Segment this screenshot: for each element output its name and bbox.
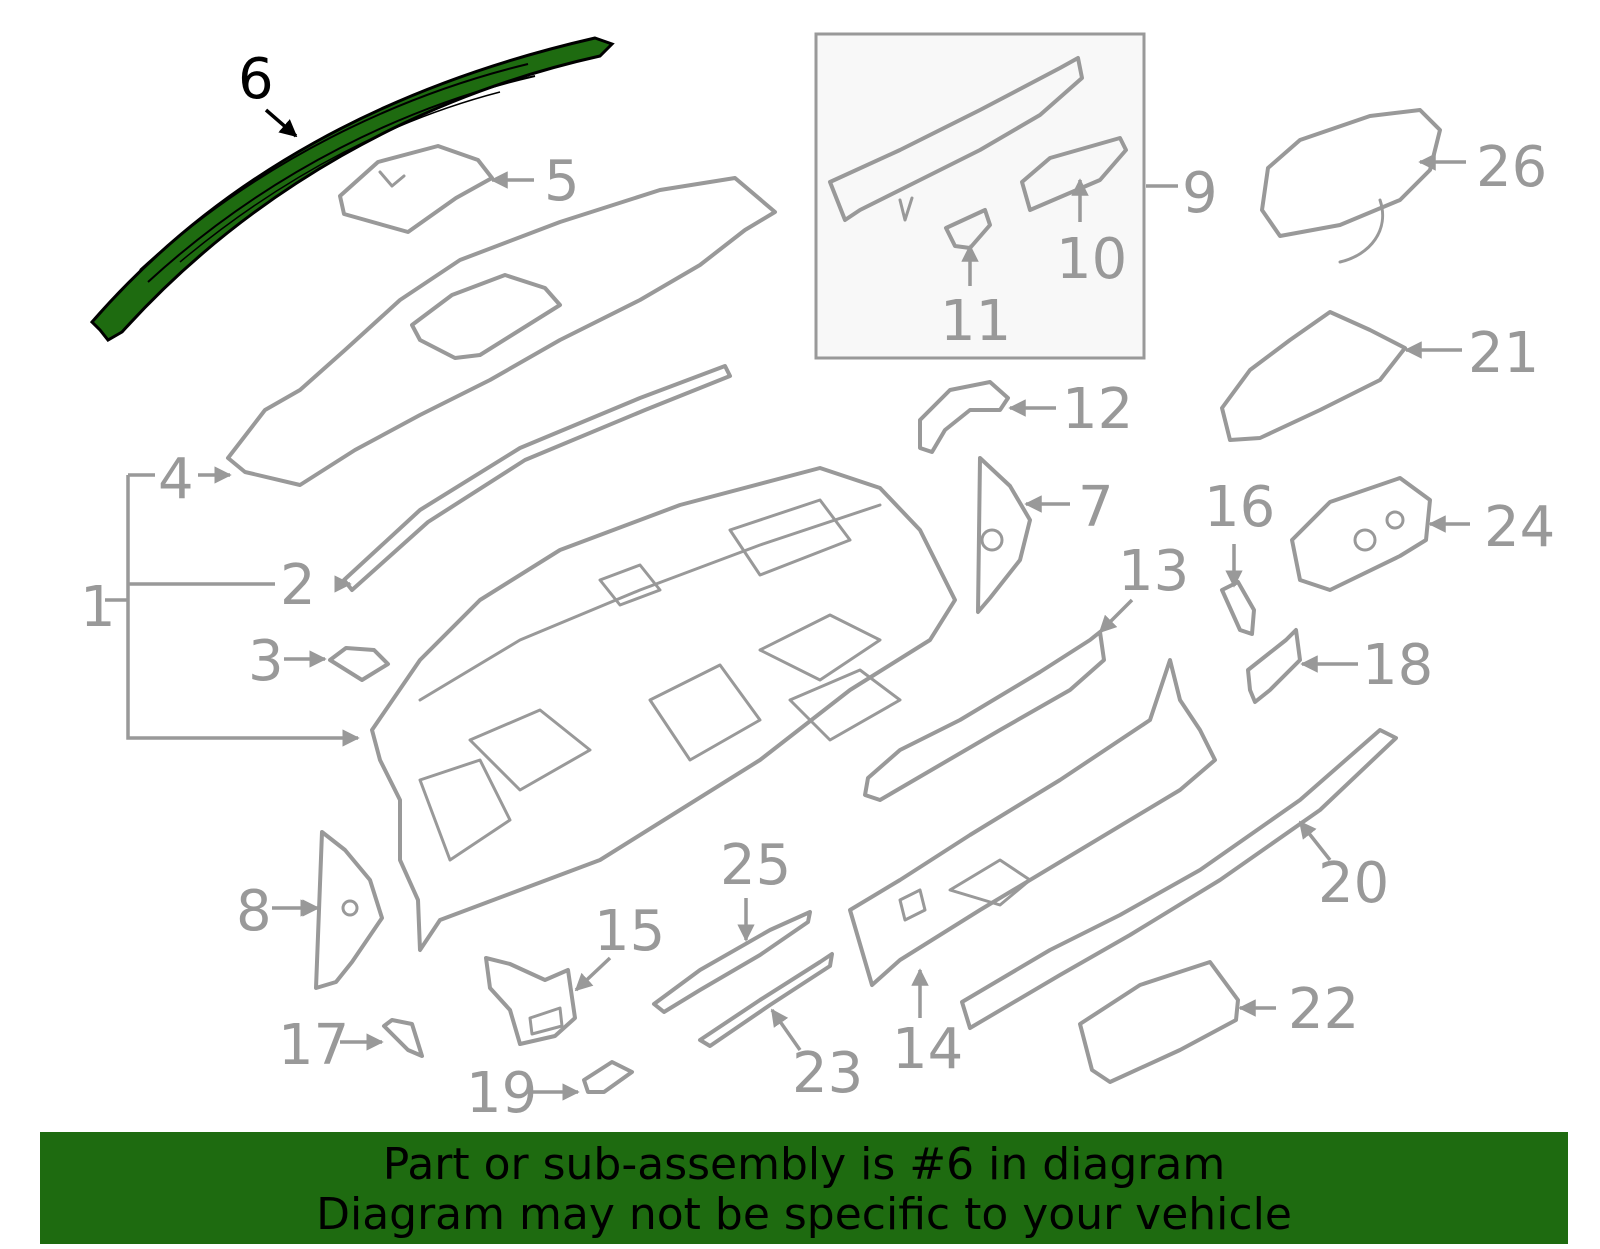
callout-11: 11: [940, 289, 1011, 354]
callout-26: 26: [1476, 135, 1547, 200]
part-11[interactable]: [944, 208, 992, 250]
callout-8: 8: [236, 879, 272, 944]
callout-23: 23: [792, 1041, 863, 1106]
part-18[interactable]: [1246, 628, 1302, 704]
callout-1: 1: [80, 575, 116, 640]
part-7[interactable]: [976, 456, 1032, 614]
callout-labels: 1 2 3 4 5 6 7 8 9 10 11 12 13 14 15 16 1…: [80, 47, 1555, 1126]
part-3[interactable]: [328, 646, 390, 682]
part-13[interactable]: [863, 630, 1106, 802]
part-6-highlighted[interactable]: [89, 36, 615, 342]
part-26[interactable]: [1260, 108, 1442, 264]
callout-12: 12: [1062, 377, 1133, 442]
callout-13: 13: [1118, 539, 1189, 604]
part-4[interactable]: [226, 176, 777, 487]
callout-24: 24: [1484, 495, 1555, 560]
callout-3: 3: [248, 629, 284, 694]
part-9-group-box: [814, 32, 1146, 360]
part-16[interactable]: [1220, 580, 1256, 636]
part-5[interactable]: [338, 144, 494, 234]
callout-20: 20: [1318, 851, 1389, 916]
banner-line-1: Part or sub-assembly is #6 in diagram: [382, 1139, 1226, 1190]
callout-25: 25: [720, 833, 791, 898]
callout-6: 6: [238, 47, 274, 112]
part-1[interactable]: [370, 466, 957, 952]
callout-14: 14: [892, 1017, 963, 1082]
callout-22: 22: [1288, 977, 1359, 1042]
part-23[interactable]: [698, 952, 834, 1048]
part-25[interactable]: [652, 910, 812, 1014]
callout-7: 7: [1078, 475, 1114, 540]
part-17[interactable]: [382, 1018, 424, 1058]
part-20[interactable]: [960, 728, 1398, 1030]
callout-15: 15: [594, 899, 665, 964]
callout-16: 16: [1204, 475, 1275, 540]
callout-9: 9: [1182, 161, 1218, 226]
callout-5: 5: [544, 149, 580, 214]
banner-line-2: Diagram may not be specific to your vehi…: [316, 1189, 1292, 1240]
callout-18: 18: [1362, 633, 1433, 698]
part-12[interactable]: [918, 380, 1010, 454]
part-8[interactable]: [314, 830, 384, 990]
part-9[interactable]: [828, 56, 1084, 222]
callout-10: 10: [1056, 227, 1127, 292]
part-14[interactable]: [848, 658, 1217, 987]
part-10[interactable]: [1020, 136, 1128, 212]
callout-4: 4: [158, 447, 194, 512]
callout-2: 2: [280, 553, 316, 618]
part-21[interactable]: [1220, 310, 1407, 442]
callout-21: 21: [1468, 321, 1539, 386]
leader-lines: [105, 108, 1470, 1101]
part-22[interactable]: [1078, 960, 1240, 1084]
part-19[interactable]: [582, 1060, 634, 1094]
callout-19: 19: [466, 1061, 537, 1126]
callout-17: 17: [278, 1013, 349, 1078]
part-15[interactable]: [484, 956, 577, 1046]
part-24[interactable]: [1290, 476, 1432, 592]
info-banner: Part or sub-assembly is #6 in diagram Di…: [40, 1132, 1568, 1244]
part-2[interactable]: [342, 364, 732, 592]
